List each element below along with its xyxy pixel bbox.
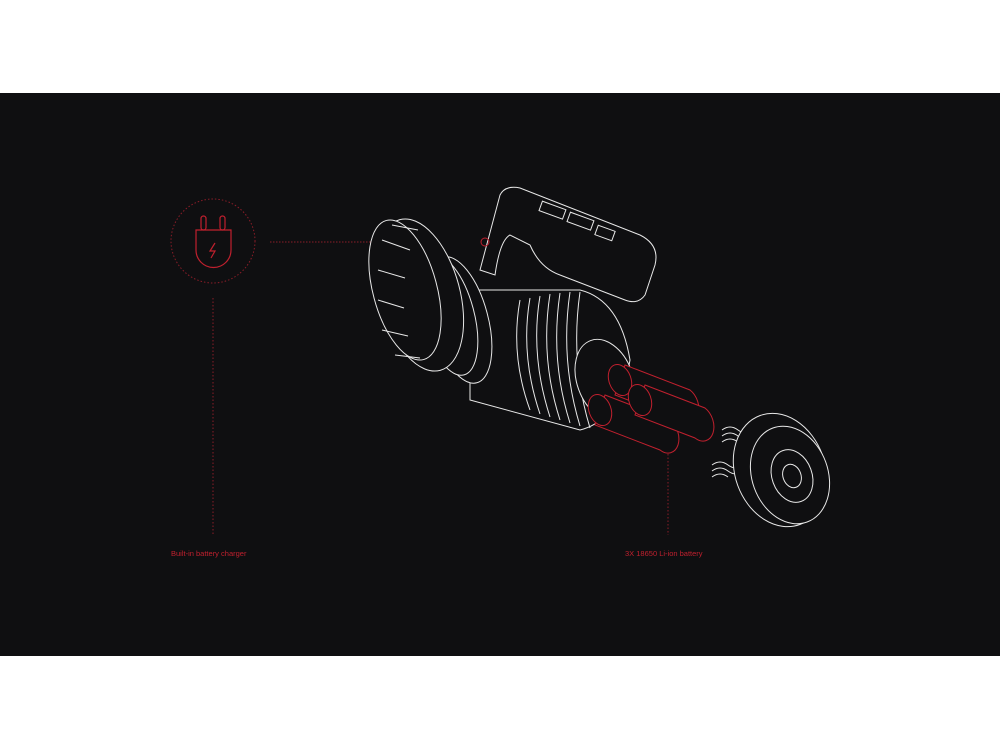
charge-port xyxy=(480,237,490,247)
handle xyxy=(479,186,657,303)
charger-callout xyxy=(170,198,395,535)
charger-label: Built-in battery charger xyxy=(171,549,247,558)
battery-label: 3X 18650 Li-ion battery xyxy=(625,549,703,558)
batteries xyxy=(587,364,715,454)
flashlight xyxy=(368,186,831,528)
plug-icon xyxy=(195,215,232,269)
plug-icon-circle xyxy=(170,198,256,284)
